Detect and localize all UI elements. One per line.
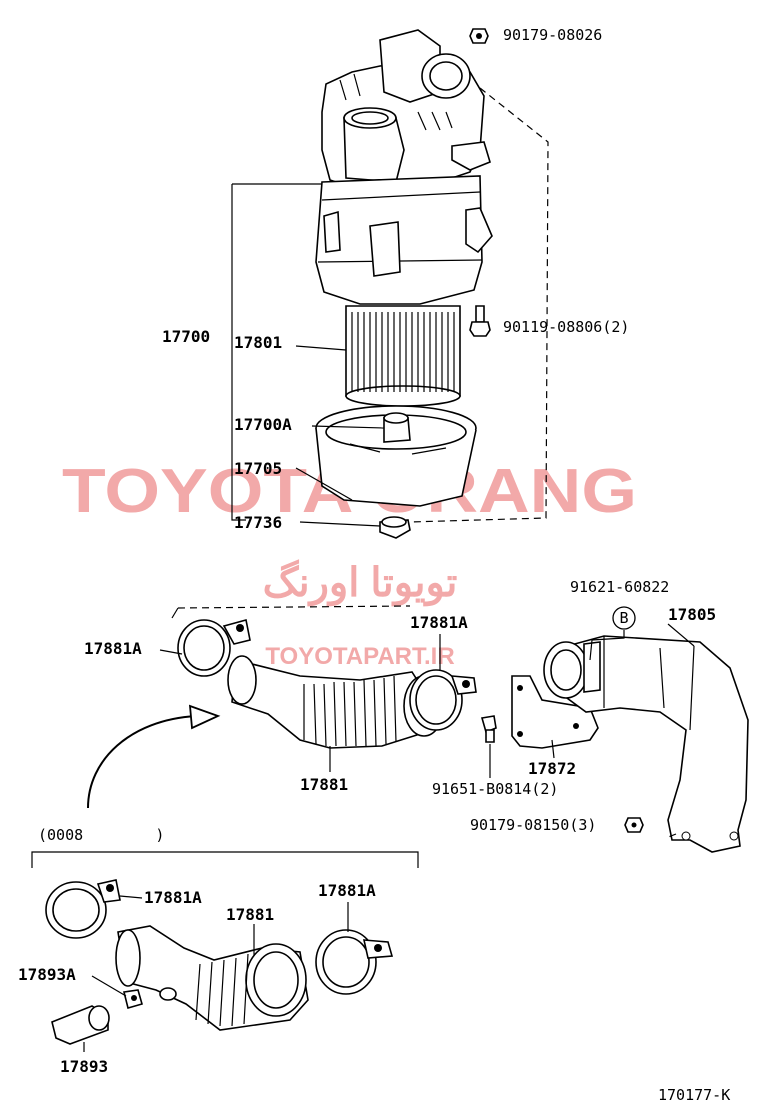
- nut-90179-08150-icon: [624, 817, 644, 833]
- label-91621-60822: 91621-60822: [570, 578, 669, 596]
- label-17705: 17705: [234, 459, 282, 478]
- inset-clamp-left-illustration: [45, 879, 121, 939]
- bolt-90119-08806-icon: [469, 305, 491, 337]
- reference-arrow-icon: [87, 704, 221, 809]
- label-17736: 17736: [234, 513, 282, 532]
- air-duct-17805-illustration: [543, 635, 749, 853]
- label-17881a-right: 17881A: [410, 613, 468, 632]
- hose-clamp-right-illustration: [409, 669, 477, 731]
- label-17805: 17805: [668, 605, 716, 624]
- cap-17893-illustration: [51, 1005, 110, 1045]
- figure-code: 170177-K: [658, 1086, 730, 1104]
- bracket-17872-illustration: [511, 675, 599, 749]
- label-17881: 17881: [300, 775, 348, 794]
- valve-17736-icon: [379, 516, 411, 539]
- clip-17893a-icon: [123, 989, 143, 1009]
- label-17893: 17893: [60, 1057, 108, 1076]
- inset-hose-17881-illustration: [115, 925, 309, 1031]
- air-filter-element-illustration: [345, 305, 461, 407]
- label-90119-08806: 90119-08806(2): [503, 318, 629, 336]
- label-inset-17881a-left: 17881A: [144, 888, 202, 907]
- bolt-91651-b0814-icon: [480, 715, 497, 743]
- callout-b: B: [589, 606, 636, 661]
- air-cleaner-cap-illustration: [315, 29, 549, 523]
- label-17700: 17700: [162, 327, 210, 346]
- label-90179-08026: 90179-08026: [503, 26, 602, 44]
- hose-boundary-dashed: [177, 605, 411, 609]
- inset-bracket: [31, 851, 419, 868]
- nut-90179-08026-icon: [469, 28, 489, 44]
- label-17881a-left: 17881A: [84, 639, 142, 658]
- label-17893a: 17893A: [18, 965, 76, 984]
- watermark-site: TOYOTAPART.IR: [265, 643, 454, 670]
- assembly-leader-lines: [231, 183, 385, 527]
- label-91651-b0814: 91651-B0814(2): [432, 780, 558, 798]
- watermark-persian: تویوتا اورنگ: [263, 559, 458, 607]
- label-17872: 17872: [528, 759, 576, 778]
- label-17700a: 17700A: [234, 415, 292, 434]
- label-inset-17881: 17881: [226, 905, 274, 924]
- hose-clamp-left-illustration: [177, 619, 251, 677]
- range-note: (0008 ): [38, 826, 164, 844]
- label-inset-17881a-right: 17881A: [318, 881, 376, 900]
- inset-clamp-right-illustration: [315, 929, 394, 995]
- label-17801: 17801: [234, 333, 282, 352]
- air-cleaner-case-illustration: [315, 405, 477, 507]
- label-90179-08150: 90179-08150(3): [470, 816, 596, 834]
- svg-text:B: B: [619, 609, 628, 627]
